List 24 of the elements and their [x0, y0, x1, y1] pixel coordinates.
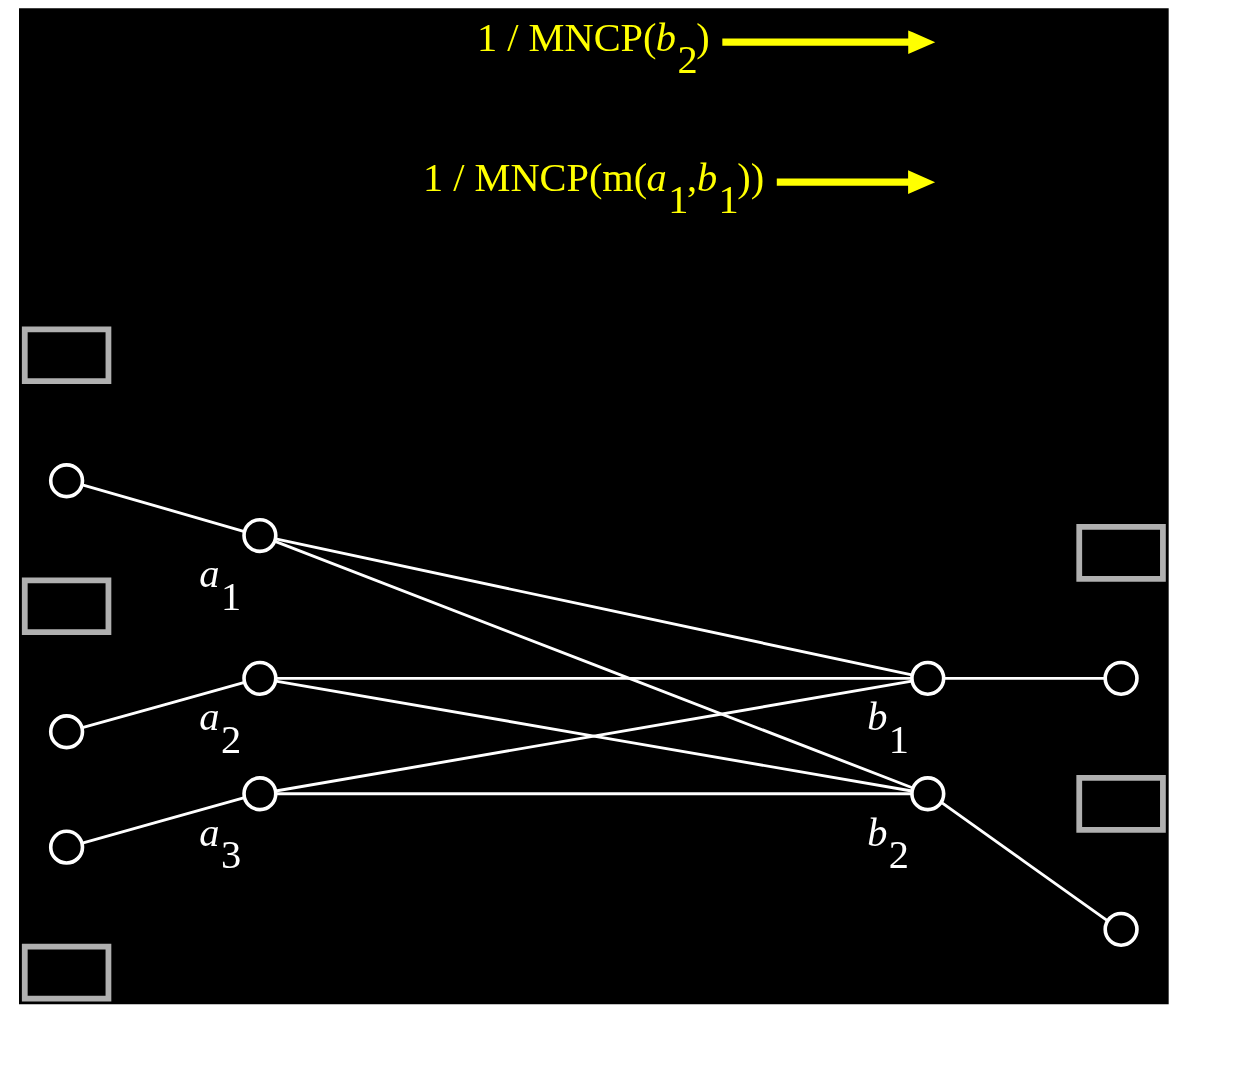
node-box — [21, 577, 112, 636]
node-circle — [242, 660, 278, 697]
node-box — [1076, 775, 1166, 833]
node-circle — [48, 463, 85, 499]
node-circle — [1103, 660, 1139, 697]
connector — [276, 676, 912, 680]
node-box — [21, 326, 112, 385]
arrow — [776, 170, 936, 194]
node-box — [21, 943, 112, 1002]
connector — [940, 801, 1109, 922]
connector — [275, 537, 913, 677]
connector — [276, 792, 912, 796]
node-box — [1076, 524, 1166, 582]
node-circle — [910, 660, 946, 697]
connector — [81, 680, 245, 730]
node-circle — [48, 829, 85, 865]
node-circle — [242, 517, 278, 554]
node-circle — [242, 776, 278, 812]
node-circle — [910, 776, 946, 812]
connector — [81, 483, 245, 533]
node-circle — [1103, 911, 1139, 948]
connector — [944, 676, 1105, 680]
connector — [81, 796, 245, 845]
node-circle — [48, 714, 85, 750]
